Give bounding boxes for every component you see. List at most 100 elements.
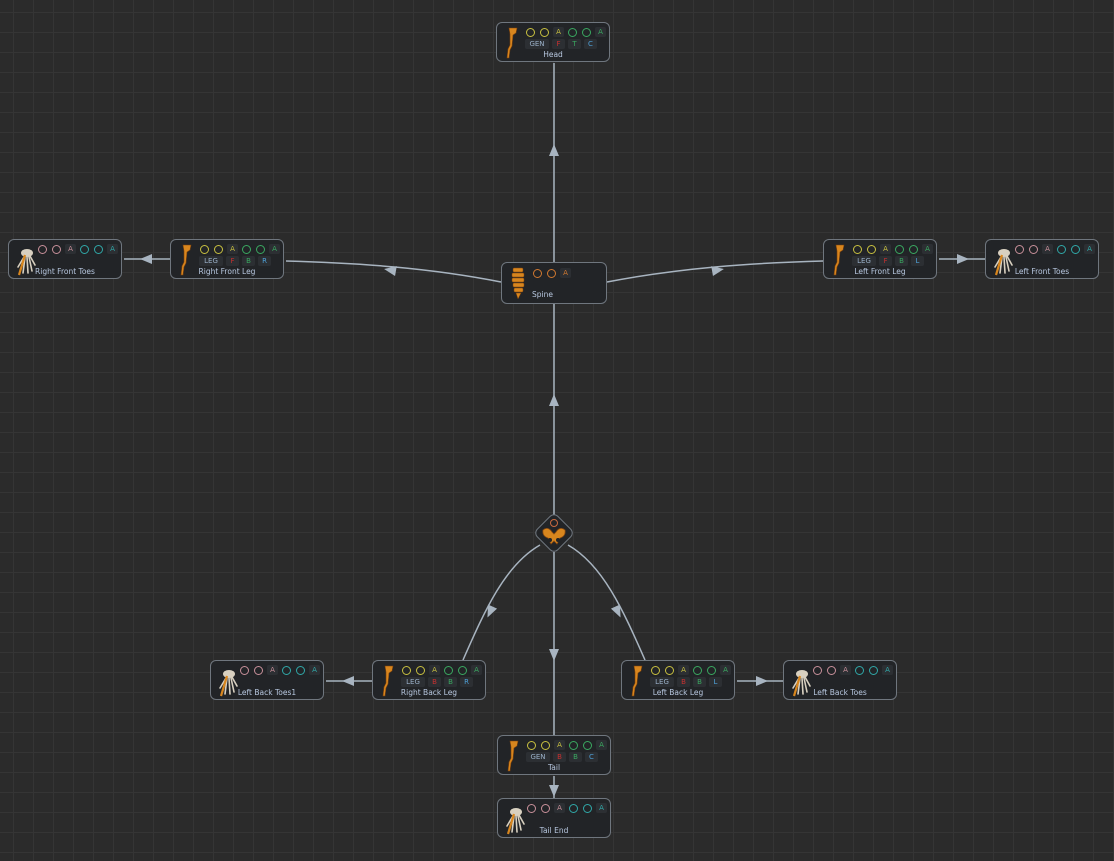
- socket-ring[interactable]: [1029, 244, 1038, 254]
- socket-ring[interactable]: [254, 665, 263, 675]
- auto-toggle[interactable]: A: [720, 665, 731, 675]
- socket-ring[interactable]: [94, 244, 103, 254]
- socket-ring[interactable]: [541, 803, 550, 813]
- auto-toggle[interactable]: A: [471, 665, 482, 675]
- socket-ring[interactable]: [540, 27, 549, 37]
- socket-ring[interactable]: [665, 665, 674, 675]
- side-tag[interactable]: L: [911, 256, 924, 266]
- socket-ring[interactable]: [527, 803, 536, 813]
- socket-ring[interactable]: [80, 244, 89, 254]
- type-tag[interactable]: LEG: [650, 677, 674, 687]
- socket-ring[interactable]: [526, 27, 535, 37]
- type-tag[interactable]: LEG: [401, 677, 425, 687]
- auto-toggle[interactable]: A: [269, 244, 280, 254]
- socket-ring[interactable]: [693, 665, 702, 675]
- pelvis-socket[interactable]: [550, 519, 558, 527]
- auto-toggle[interactable]: A: [227, 244, 238, 254]
- side-tag[interactable]: B: [242, 256, 255, 266]
- auto-toggle[interactable]: A: [309, 665, 320, 675]
- socket-ring[interactable]: [1015, 244, 1024, 254]
- auto-toggle[interactable]: A: [678, 665, 689, 675]
- auto-toggle[interactable]: A: [554, 740, 565, 750]
- side-tag[interactable]: F: [879, 256, 892, 266]
- socket-ring[interactable]: [855, 665, 864, 675]
- socket-ring[interactable]: [569, 740, 578, 750]
- socket-ring[interactable]: [282, 665, 291, 675]
- type-tag[interactable]: LEG: [199, 256, 223, 266]
- side-tag[interactable]: C: [585, 752, 598, 762]
- socket-ring[interactable]: [52, 244, 61, 254]
- socket-ring[interactable]: [1057, 244, 1066, 254]
- socket-ring[interactable]: [458, 665, 467, 675]
- socket-ring[interactable]: [813, 665, 822, 675]
- edge-connection[interactable]: [462, 544, 541, 661]
- side-tag[interactable]: L: [709, 677, 722, 687]
- socket-ring[interactable]: [296, 665, 305, 675]
- socket-ring[interactable]: [651, 665, 660, 675]
- socket-ring[interactable]: [827, 665, 836, 675]
- auto-toggle[interactable]: A: [595, 27, 606, 37]
- auto-toggle[interactable]: A: [553, 27, 564, 37]
- auto-toggle[interactable]: A: [882, 665, 893, 675]
- auto-toggle[interactable]: A: [596, 740, 607, 750]
- auto-toggle[interactable]: A: [267, 665, 278, 675]
- socket-ring[interactable]: [569, 803, 578, 813]
- auto-toggle[interactable]: A: [880, 244, 891, 254]
- socket-ring[interactable]: [547, 268, 556, 278]
- side-tag[interactable]: R: [460, 677, 473, 687]
- side-tag[interactable]: B: [569, 752, 582, 762]
- socket-ring[interactable]: [240, 665, 249, 675]
- auto-toggle[interactable]: A: [1084, 244, 1095, 254]
- auto-toggle[interactable]: A: [560, 268, 571, 278]
- type-tag[interactable]: GEN: [526, 752, 550, 762]
- auto-toggle[interactable]: A: [840, 665, 851, 675]
- socket-ring[interactable]: [416, 665, 425, 675]
- type-tag[interactable]: GEN: [525, 39, 549, 49]
- socket-ring[interactable]: [707, 665, 716, 675]
- socket-ring[interactable]: [38, 244, 47, 254]
- socket-ring[interactable]: [541, 740, 550, 750]
- side-tag[interactable]: B: [895, 256, 908, 266]
- socket-ring[interactable]: [214, 244, 223, 254]
- edge-connection[interactable]: [567, 544, 646, 661]
- socket-ring[interactable]: [909, 244, 918, 254]
- socket-ring[interactable]: [533, 268, 542, 278]
- type-tag[interactable]: LEG: [852, 256, 876, 266]
- socket-ring[interactable]: [527, 740, 536, 750]
- side-tag[interactable]: C: [584, 39, 597, 49]
- auto-toggle[interactable]: A: [554, 803, 565, 813]
- side-tag[interactable]: T: [568, 39, 581, 49]
- socket-ring[interactable]: [869, 665, 878, 675]
- side-tag[interactable]: F: [226, 256, 239, 266]
- socket-ring[interactable]: [402, 665, 411, 675]
- auto-toggle[interactable]: A: [65, 244, 76, 254]
- socket-ring[interactable]: [583, 803, 592, 813]
- socket-ring[interactable]: [242, 244, 251, 254]
- auto-toggle[interactable]: A: [922, 244, 933, 254]
- socket-ring[interactable]: [853, 244, 862, 254]
- auto-toggle[interactable]: A: [1042, 244, 1053, 254]
- side-tag[interactable]: B: [553, 752, 566, 762]
- side-tag[interactable]: R: [258, 256, 271, 266]
- auto-toggle[interactable]: A: [596, 803, 607, 813]
- socket-ring[interactable]: [583, 740, 592, 750]
- side-tag[interactable]: F: [552, 39, 565, 49]
- side-tag[interactable]: B: [428, 677, 441, 687]
- socket-ring[interactable]: [568, 27, 577, 37]
- socket-ring[interactable]: [582, 27, 591, 37]
- side-tag[interactable]: B: [693, 677, 706, 687]
- socket-ring[interactable]: [867, 244, 876, 254]
- auto-toggle[interactable]: A: [429, 665, 440, 675]
- socket-ring[interactable]: [444, 665, 453, 675]
